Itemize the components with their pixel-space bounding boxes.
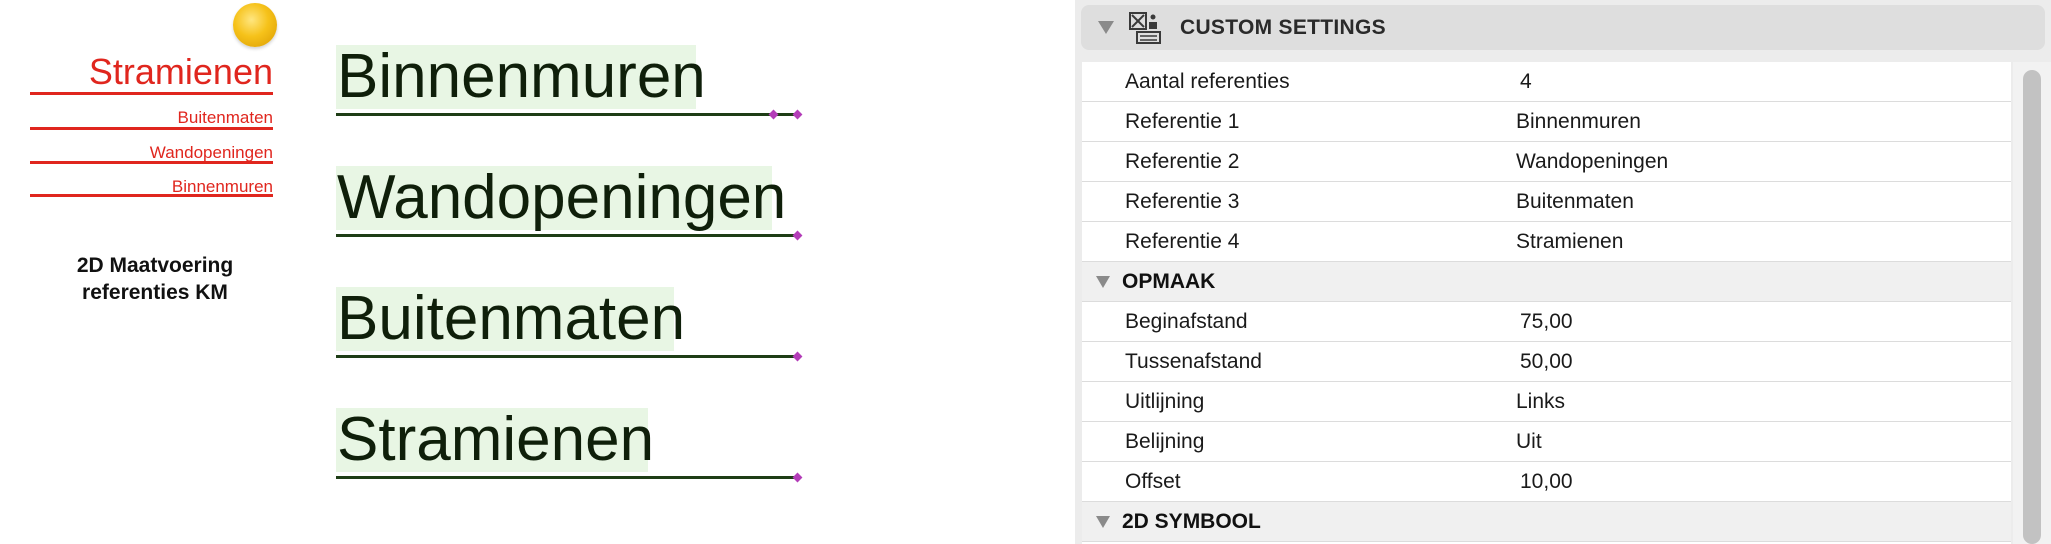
part-preview: Stramienen Buitenmaten Wandopeningen Bin…	[0, 0, 300, 544]
param-name: Tussenafstand	[1125, 350, 1262, 373]
param-name: Aantal referenties	[1125, 70, 1290, 93]
node-handle[interactable]	[792, 230, 803, 241]
param-name: Referentie 2	[1125, 150, 1240, 173]
param-value[interactable]: 4	[1520, 70, 1532, 93]
reference-label: Stramienen	[336, 405, 655, 474]
param-row-belijning[interactable]: Belijning Uit	[1082, 422, 2011, 462]
param-name: Referentie 1	[1125, 110, 1240, 133]
settings-table-icon	[1129, 12, 1161, 44]
param-name: Offset	[1125, 470, 1181, 493]
node-handle[interactable]	[792, 351, 803, 362]
reference-line	[336, 113, 798, 116]
param-value[interactable]: Uit	[1516, 430, 1542, 453]
param-value[interactable]: Stramienen	[1516, 230, 1624, 253]
node-handle[interactable]	[792, 109, 803, 120]
param-name: Belijning	[1125, 430, 1205, 453]
mini-label-2: Buitenmaten	[177, 108, 273, 127]
reference-label: Wandopeningen	[336, 163, 787, 232]
param-value[interactable]: 10,00	[1520, 470, 1573, 493]
param-row-beginafstand[interactable]: Beginafstand 75,00	[1082, 302, 2011, 342]
param-name: Referentie 3	[1125, 190, 1240, 213]
reference-label: Buitenmaten	[336, 284, 686, 353]
param-value[interactable]: 75,00	[1520, 310, 1573, 333]
hotspot-icon[interactable]	[233, 3, 277, 47]
reference-line	[336, 355, 798, 358]
section-title: 2D SYMBOOL	[1122, 510, 1261, 533]
mini-label-4: Binnenmuren	[171, 177, 273, 196]
node-handle[interactable]	[768, 109, 779, 120]
reference-line	[336, 476, 798, 479]
mini-label-3: Wandopeningen	[149, 143, 273, 162]
section-title: OPMAAK	[1122, 270, 1216, 293]
param-row-referentie-2[interactable]: Referentie 2 Wandopeningen	[1082, 142, 2011, 182]
scrollbar-thumb[interactable]	[2023, 70, 2041, 544]
param-value[interactable]: 50,00	[1520, 350, 1573, 373]
parameter-list: Aantal referenties 4 Referentie 1 Binnen…	[1082, 62, 2011, 544]
section-2d-symbool[interactable]: 2D SYMBOOL	[1082, 502, 2011, 542]
reference-line	[336, 234, 798, 237]
panel-title: CUSTOM SETTINGS	[1180, 16, 1386, 39]
custom-settings-header[interactable]: CUSTOM SETTINGS	[1081, 5, 2045, 50]
scrollbar-track[interactable]	[2013, 62, 2051, 544]
param-row-referentie-1[interactable]: Referentie 1 Binnenmuren	[1082, 102, 2011, 142]
param-row-tussenafstand[interactable]: Tussenafstand 50,00	[1082, 342, 2011, 382]
node-handle[interactable]	[792, 472, 803, 483]
reference-label: Binnenmuren	[336, 42, 706, 111]
param-value[interactable]: Wandopeningen	[1516, 150, 1669, 173]
param-name: Uitlijning	[1125, 390, 1205, 413]
param-name: Referentie 4	[1125, 230, 1240, 253]
mini-line-4	[30, 194, 273, 197]
param-row-offset[interactable]: Offset 10,00	[1082, 462, 2011, 502]
disclosure-triangle-icon[interactable]	[1098, 21, 1114, 34]
part-caption: 2D Maatvoering referenties KM	[76, 254, 234, 304]
param-row-aantal-referenties[interactable]: Aantal referenties 4	[1082, 62, 2011, 102]
param-value[interactable]: Links	[1516, 390, 1566, 413]
section-opmaak[interactable]: OPMAAK	[1082, 262, 2011, 302]
disclosure-triangle-icon[interactable]	[1096, 276, 1110, 288]
mini-label-1: Stramienen	[88, 51, 273, 92]
mini-line-3	[30, 161, 273, 164]
disclosure-triangle-icon[interactable]	[1096, 516, 1110, 528]
settings-panel: CUSTOM SETTINGS Aantal referenties 4 Ref…	[1075, 0, 2051, 544]
param-value[interactable]: Binnenmuren	[1516, 110, 1641, 133]
param-row-uitlijning[interactable]: Uitlijning Links	[1082, 382, 2011, 422]
mini-line-2	[30, 127, 273, 130]
param-name: Beginafstand	[1125, 310, 1248, 333]
param-value[interactable]: Buitenmaten	[1516, 190, 1634, 213]
param-row-referentie-3[interactable]: Referentie 3 Buitenmaten	[1082, 182, 2011, 222]
mini-line-1	[30, 92, 273, 95]
param-row-referentie-4[interactable]: Referentie 4 Stramienen	[1082, 222, 2011, 262]
